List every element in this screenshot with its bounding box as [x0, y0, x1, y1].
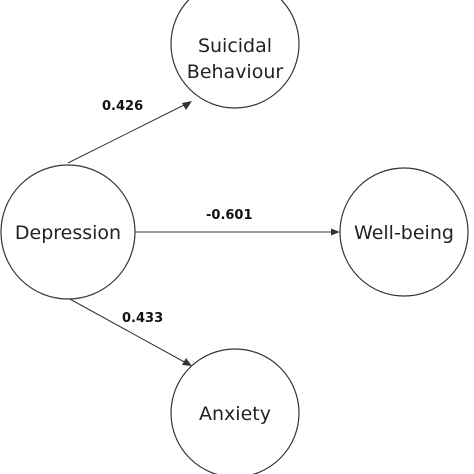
node-anxiety: Anxiety	[170, 348, 300, 474]
node-label-wellbeing: Well-being	[354, 222, 454, 244]
arrow-head	[331, 228, 340, 236]
node-well-being: Well-being	[339, 167, 469, 297]
edge-depression-to-wellbeing: -0.601	[135, 208, 340, 236]
node-circle	[339, 167, 469, 297]
node-label-suicidal-line2: Behaviour	[187, 61, 284, 83]
node-suicidal-behaviour: Suicidal Behaviour	[170, 0, 300, 109]
node-label-anxiety: Anxiety	[199, 403, 271, 425]
node-circle	[170, 0, 300, 109]
edge-depression-to-suicidal: 0.426	[67, 99, 192, 164]
edge-line	[67, 102, 189, 164]
arrow-head	[182, 101, 192, 110]
node-label-depression: Depression	[15, 222, 121, 244]
edge-label-suicidal: 0.426	[102, 99, 143, 114]
node-depression: Depression	[0, 164, 136, 300]
node-circle	[170, 348, 300, 474]
edge-depression-to-anxiety: 0.433	[67, 297, 192, 366]
node-circle	[0, 164, 136, 300]
edge-line	[67, 297, 189, 365]
arrow-head	[182, 358, 192, 366]
edge-label-anxiety: 0.433	[122, 311, 163, 326]
edge-label-wellbeing: -0.601	[206, 208, 253, 223]
node-label-suicidal-line1: Suicidal	[198, 35, 272, 57]
